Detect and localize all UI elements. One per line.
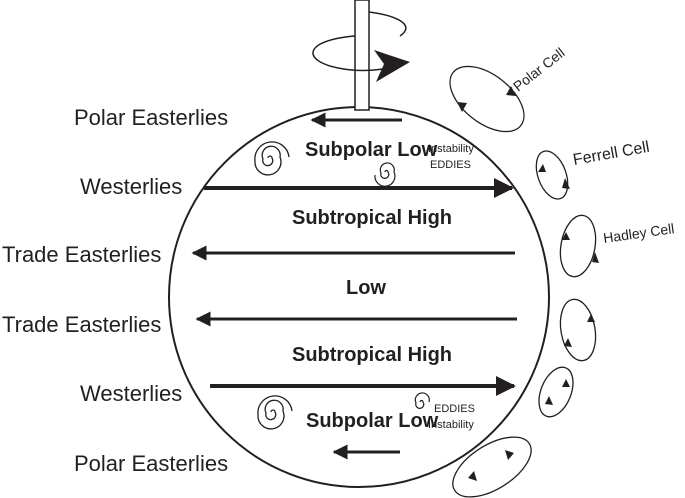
trade-easterlies-label-top: Trade Easterlies bbox=[2, 242, 161, 267]
polar-easterlies-label-bottom: Polar Easterlies bbox=[74, 451, 228, 476]
eddy-spiral-large-top bbox=[254, 141, 290, 176]
polar-cell-loop-bottom bbox=[452, 436, 532, 498]
polar-cell-loop-top bbox=[449, 65, 525, 133]
polar-cell-label: Polar Cell bbox=[510, 44, 568, 94]
subtropical-high-label-top: Subtropical High bbox=[292, 207, 452, 229]
ferrell-cell-loop-top bbox=[535, 150, 570, 200]
eddy-spiral-small-top bbox=[374, 162, 396, 187]
ferrell-cell-loop-bottom bbox=[538, 366, 574, 418]
ferrell-cell-label: Ferrell Cell bbox=[572, 139, 651, 169]
eddies-label-top: EDDIES bbox=[430, 159, 471, 171]
subtropical-high-label-bottom: Subtropical High bbox=[292, 344, 452, 366]
subpolar-low-label-top: Subpolar Low bbox=[305, 139, 438, 161]
westerlies-label-top: Westerlies bbox=[80, 174, 182, 199]
rotation-arrow-head bbox=[374, 50, 410, 82]
hadley-cell-loop-top bbox=[559, 214, 599, 278]
eddy-spiral-small-bottom bbox=[414, 392, 430, 409]
rotation-axis bbox=[312, 0, 410, 111]
eddies-label-bottom: EDDIES bbox=[434, 403, 475, 415]
westerlies-label-bottom: Westerlies bbox=[80, 381, 182, 406]
instability-label-bottom: Instability bbox=[428, 419, 474, 431]
hadley-cell-loop-bottom bbox=[559, 298, 597, 362]
trade-easterlies-label-bottom: Trade Easterlies bbox=[2, 312, 161, 337]
polar-easterlies-label-top: Polar Easterlies bbox=[74, 105, 228, 130]
subpolar-low-label-bottom: Subpolar Low bbox=[306, 410, 439, 432]
hadley-cell-label: Hadley Cell bbox=[602, 220, 675, 246]
low-label: Low bbox=[346, 277, 386, 299]
eddy-spiral-large-bottom bbox=[257, 395, 293, 430]
instability-label-top: Instability bbox=[428, 143, 474, 155]
